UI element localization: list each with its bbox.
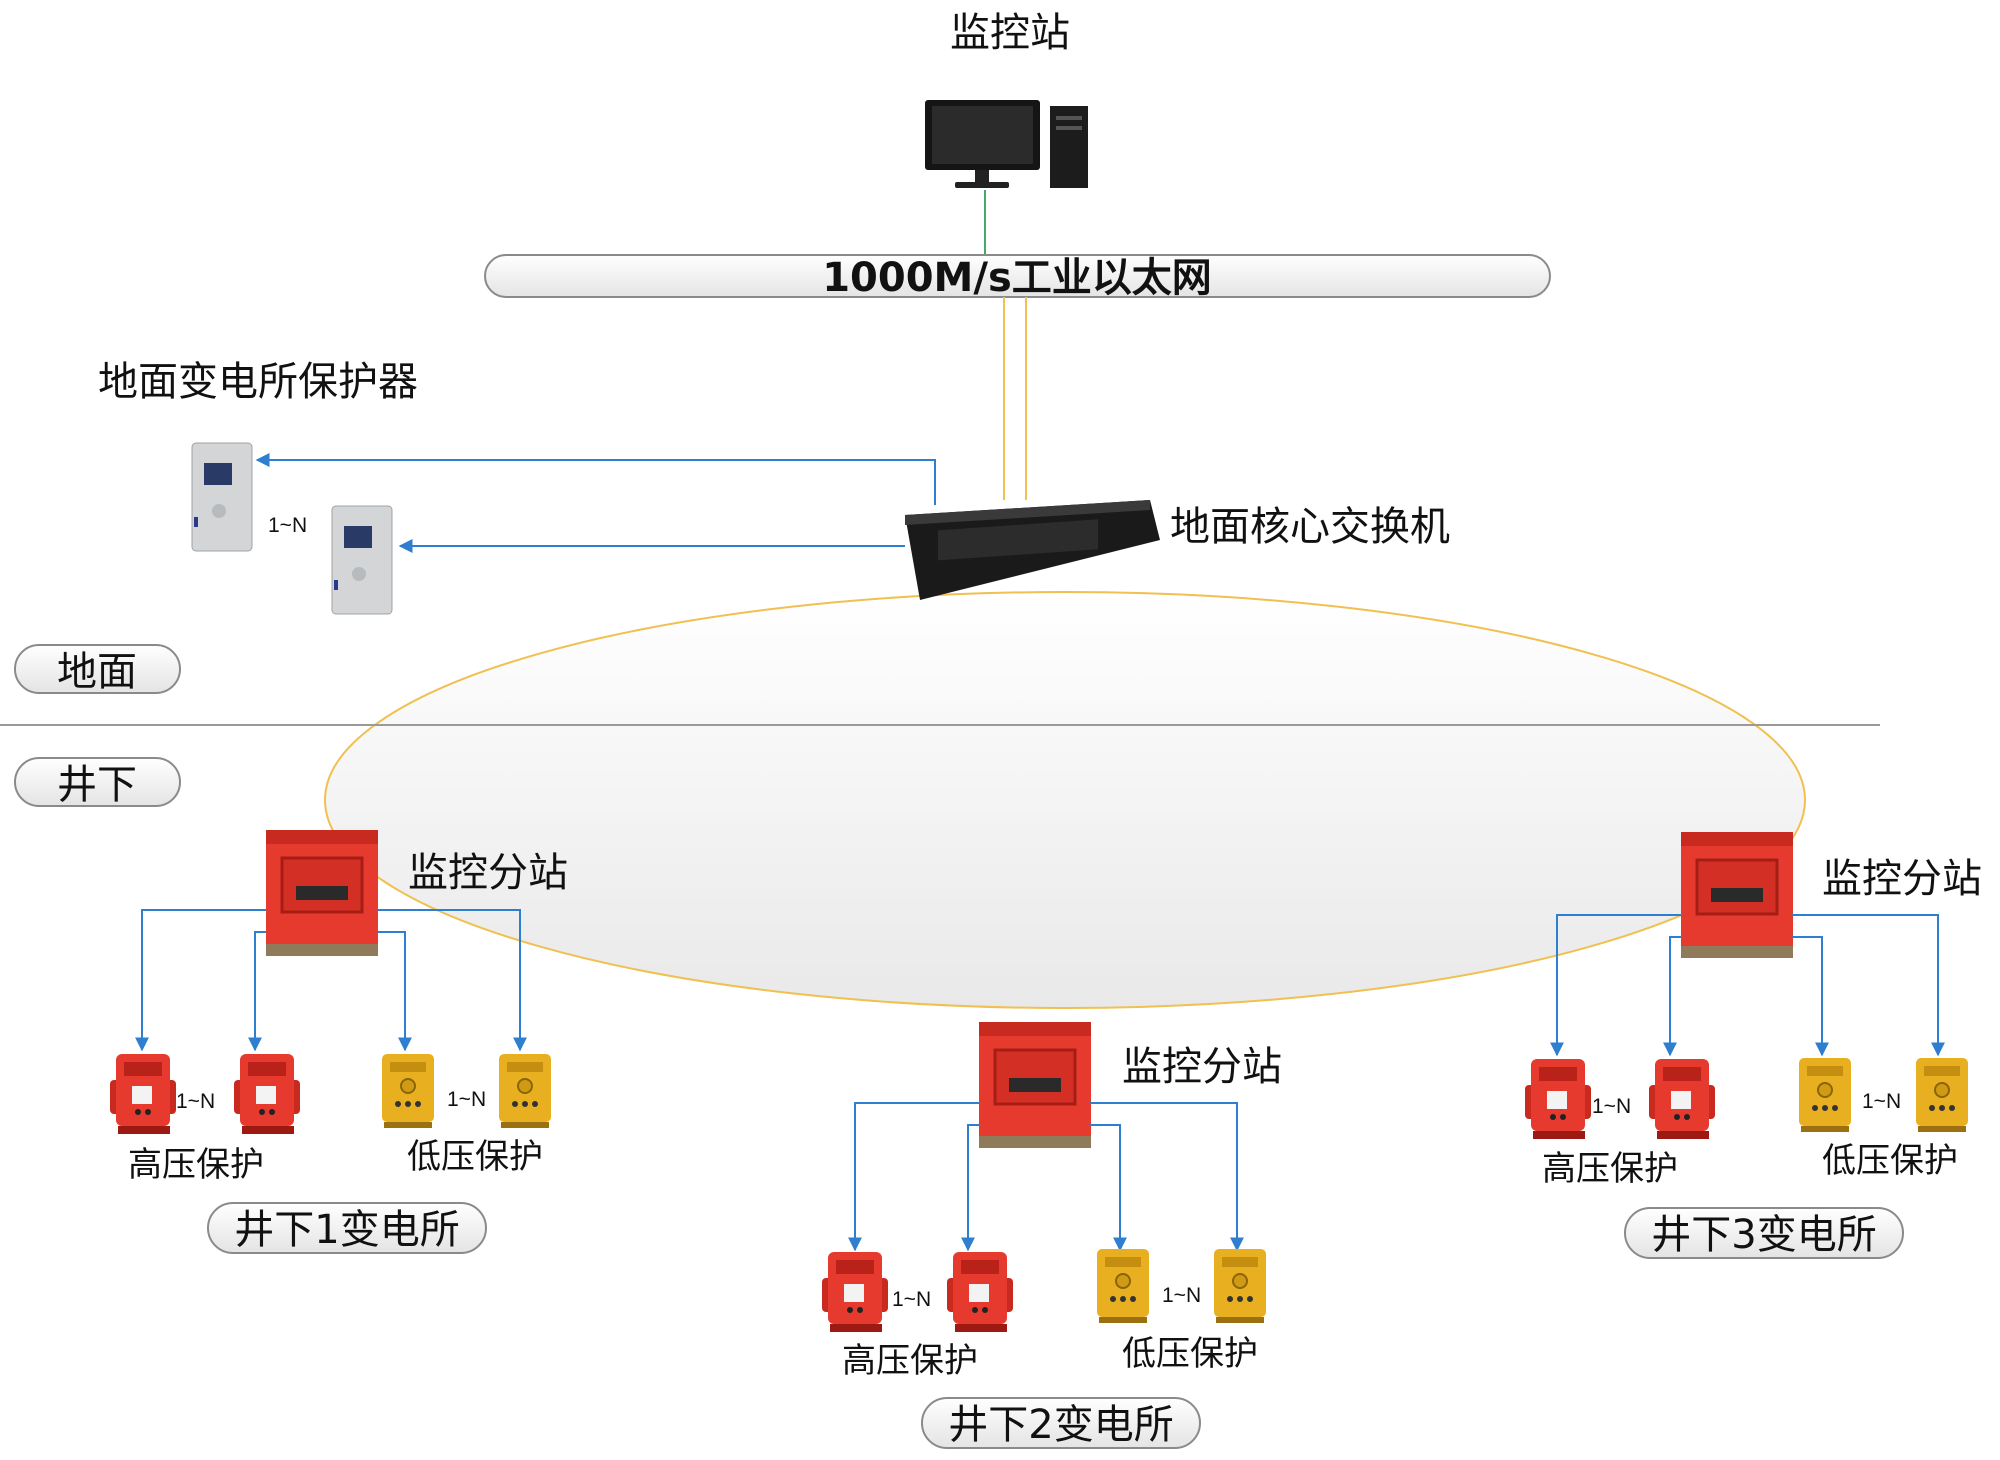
sub3-lv-link-1 (1792, 936, 1829, 1057)
sub1-hv-label: 高压保护 (128, 1145, 264, 1185)
underground-zone-pill (14, 757, 181, 807)
sub1-hv-link-2 (248, 931, 266, 1052)
sub2-lv-link-2 (1090, 1102, 1244, 1252)
substation-2-label: 井下2变电所 (948, 1402, 1173, 1448)
sub2-hv-label: 高压保护 (842, 1341, 978, 1381)
substation-2-monitor-label: 监控分站 (1122, 1044, 1282, 1090)
sub2-hv-device-2-icon (947, 1252, 1013, 1332)
sub1-lv-device-2-icon (498, 1053, 552, 1129)
sub3-hv-device-1-icon (1525, 1059, 1591, 1139)
network-bus-label: 1000M/s工业以太网 (822, 255, 1212, 301)
sub3-hv-link-2 (1663, 936, 1682, 1057)
sub1-hv-count: 1~N (176, 1090, 215, 1113)
sub3-lv-count: 1~N (1862, 1090, 1901, 1113)
sub2-lv-link-1 (1090, 1124, 1127, 1252)
surface-protector-icon-2 (331, 505, 393, 615)
substation-1-pill (207, 1202, 487, 1254)
sub1-lv-count: 1~N (447, 1088, 486, 1111)
substation-1-label: 井下1变电所 (234, 1207, 459, 1253)
switch-protector-link-1 (255, 453, 936, 505)
surface-protector-icon-1 (191, 442, 253, 552)
sub2-lv-device-1-icon (1096, 1248, 1150, 1324)
surface-zone-label: 地面 (57, 649, 137, 695)
sub1-lv-device-1-icon (381, 1053, 435, 1129)
sub1-lv-label: 低压保护 (407, 1137, 543, 1177)
sub3-lv-device-2-icon (1915, 1057, 1969, 1133)
monitor-station-label: 监控站 (950, 10, 1070, 56)
sub1-lv-link-1 (378, 931, 412, 1052)
substation-3-pill (1624, 1207, 1904, 1259)
sub2-lv-label: 低压保护 (1122, 1334, 1258, 1374)
underground-zone-label: 井下 (57, 762, 137, 808)
substation-3-label: 井下3变电所 (1651, 1212, 1876, 1258)
sub3-hv-device-2-icon (1649, 1059, 1715, 1139)
sub3-lv-label: 低压保护 (1822, 1141, 1958, 1181)
core-switch-icon (905, 500, 1160, 600)
sub3-hv-count: 1~N (1592, 1095, 1631, 1118)
sub2-lv-device-2-icon (1213, 1248, 1267, 1324)
sub1-hv-device-2-icon (234, 1054, 300, 1134)
substation-1-monitor-label: 监控分站 (408, 850, 568, 896)
sub3-lv-device-1-icon (1798, 1057, 1852, 1133)
sub2-hv-link-1 (848, 1102, 980, 1252)
sub2-hv-link-2 (961, 1124, 980, 1252)
substation-2-pill (921, 1397, 1201, 1449)
sub1-hv-device-1-icon (110, 1054, 176, 1134)
surface-zone-pill (14, 644, 181, 694)
sub1-lv-link-2 (378, 909, 527, 1052)
substation-2-monitor-icon (977, 1020, 1093, 1150)
surface-protector-count: 1~N (268, 514, 307, 537)
sub2-hv-device-1-icon (822, 1252, 888, 1332)
surface-protector-label: 地面变电所保护器 (98, 359, 418, 405)
sub1-hv-link-1 (135, 909, 266, 1052)
core-switch-label: 地面核心交换机 (1170, 504, 1450, 550)
sub3-hv-label: 高压保护 (1542, 1149, 1678, 1189)
monitor-station-computer-icon (925, 100, 1088, 188)
sub3-lv-link-2 (1792, 914, 1945, 1057)
substation-3-monitor-icon (1679, 830, 1795, 960)
network-bus-pill (484, 254, 1551, 298)
substation-3-monitor-label: 监控分站 (1822, 856, 1982, 902)
sub2-hv-count: 1~N (892, 1288, 931, 1311)
substation-1-monitor-icon (264, 828, 380, 958)
underground-ring (324, 591, 1806, 1009)
sub2-lv-count: 1~N (1162, 1284, 1201, 1307)
sub3-hv-link-1 (1550, 914, 1682, 1057)
